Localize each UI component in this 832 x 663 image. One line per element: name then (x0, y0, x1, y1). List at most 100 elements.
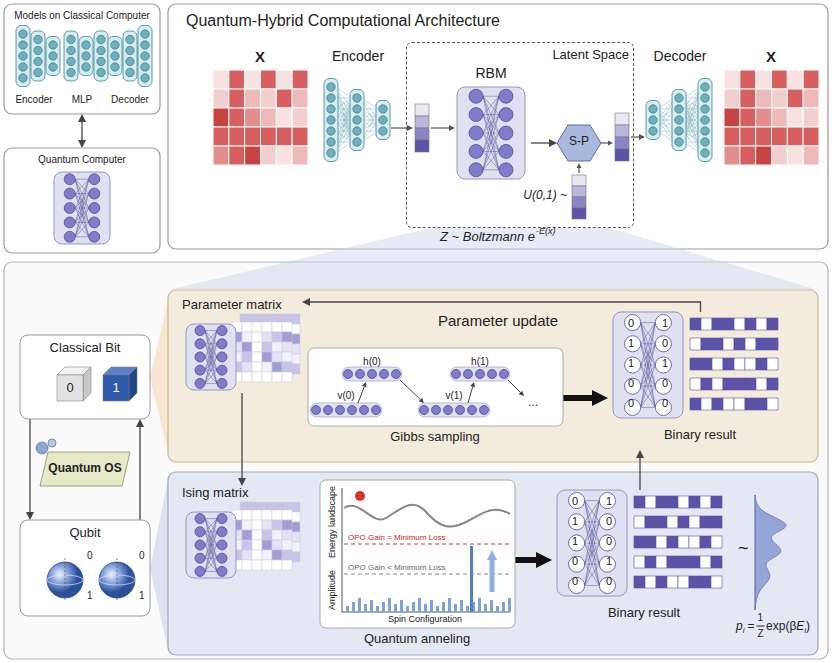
node-text: 0 (628, 397, 634, 410)
formula-text: i (743, 626, 745, 635)
zoom-wedge (168, 228, 818, 290)
parameter-update-panel: Parameter matrixh(0)h(1)v(0)v(1)...Gibbs… (168, 290, 818, 462)
bottom-panel (4, 262, 828, 659)
node-text: 1 (572, 535, 578, 548)
node-text: Encoder (332, 48, 384, 64)
connector-arrow (81, 122, 82, 140)
node-text: Ising matrix (182, 486, 248, 501)
node-text: 0 (139, 550, 145, 562)
node-text: U(0,1) ~ (523, 189, 567, 203)
latent-space-box: RBM S-P Latent SpaceU(0,1) ~ (406, 42, 634, 228)
node-text: 0 (662, 397, 668, 410)
classical-models-panel: Models on Classical ComputerEncoder MLP De… (4, 4, 160, 114)
panel-ground (4, 148, 160, 253)
connector-arrow (563, 395, 592, 401)
connector-arrow (515, 557, 536, 563)
node-text: X (766, 48, 776, 65)
node-text: h(0) (363, 356, 381, 368)
formula-text: -E(x) (536, 226, 556, 236)
connector-arrow (310, 302, 701, 312)
formula-text: Z (757, 628, 763, 640)
formula-text: ) (806, 620, 810, 634)
node-text: 1 (662, 357, 668, 370)
node-text: Amplitude (327, 570, 337, 610)
node-text: 0 (87, 550, 93, 562)
node-text: Quantum Computer (38, 154, 126, 166)
node-text: 0 (628, 377, 634, 390)
node-text: Spin Configuration (388, 614, 462, 624)
node-text: 0 (66, 381, 73, 396)
node-text: 0 (662, 377, 668, 390)
node-text: h(1) (471, 356, 489, 368)
node-text: 0 (572, 555, 578, 568)
node-text: OPO Gain < Minimum Loss (348, 563, 446, 572)
node-text: ... (528, 396, 538, 410)
output-matrix: X (724, 48, 819, 172)
node-text: v(1) (445, 390, 462, 402)
node-text: 1 (572, 515, 578, 528)
node-text: 1 (628, 337, 634, 350)
panel-ground (168, 4, 828, 249)
node-text: Qubit (69, 526, 100, 541)
distribution-curve (755, 495, 786, 610)
node-text: 0 (662, 337, 668, 350)
qubit-box: Qubit0101 (20, 520, 150, 616)
quantum-computer-panel: Quantum Computer (4, 148, 160, 253)
node-text: Decoder (111, 94, 149, 106)
illustration (451, 65, 531, 181)
binary-result: 0110010100Binary result (608, 312, 793, 450)
node-text: 1 (112, 381, 119, 396)
decoder-network: Decoder (638, 48, 722, 172)
node-text: Decoder (654, 48, 707, 64)
architecture-panel: X EncoderRBM S-P Latent SpaceU(0,1) ~ Decode… (168, 4, 828, 249)
illustration (213, 48, 308, 172)
node-text: 0 (606, 535, 612, 548)
node-text: Classical Bit (50, 341, 121, 356)
encoder-network: Encoder (316, 48, 400, 172)
rbm-block: RBM (451, 65, 531, 181)
illustration (182, 298, 302, 393)
node-text: 0 (606, 515, 612, 528)
node-text: Parameter update (438, 312, 558, 329)
formula-text: = (747, 620, 754, 634)
illustration (182, 486, 302, 586)
formula-text: exp(β (766, 620, 796, 634)
sp-hexagon: S-P (557, 125, 601, 161)
binary-result: 0110010010Binary result (552, 490, 732, 630)
connector-arrow (639, 458, 640, 490)
node-text: 1 (628, 357, 634, 370)
node-text: Gibbs sampling (390, 430, 480, 445)
node-text: 1 (662, 317, 668, 330)
classical-bit-box: Classical Bit 0 1 (20, 335, 150, 419)
formula-text: ~ (738, 538, 749, 559)
input-matrix: X (213, 48, 308, 172)
node-text: Latent Space (552, 48, 629, 63)
node-text: Energy landscape (327, 486, 337, 558)
node-text: 1 (606, 495, 612, 508)
connector-arrow (29, 419, 30, 512)
parameter-matrix: Parameter matrix (182, 298, 302, 393)
formula-text: i (804, 626, 806, 635)
fraction-bar (756, 626, 764, 627)
connector-arrow (531, 142, 549, 143)
node-text: RBM (475, 65, 506, 81)
node-text: MLP (72, 94, 93, 106)
node-text: Models on Classical Computer (14, 10, 150, 22)
formula-text: 1 (757, 612, 763, 624)
node-text: 0 (606, 575, 612, 588)
node-text: Quantum-Hybrid Computational Architectur… (186, 12, 500, 30)
illustration (316, 48, 400, 172)
node-text: 1 (139, 590, 145, 602)
connector-arrow (139, 427, 140, 520)
node-text: Parameter matrix (182, 298, 282, 313)
node-text: Encoder (15, 94, 52, 106)
formula-text: Z ~ Boltzmann e (440, 230, 535, 245)
zoom-wedge (150, 300, 168, 452)
ising-matrix: Ising matrix (182, 486, 302, 586)
node-text: OPO Gain = Minimum Loss (348, 533, 446, 542)
node-text: Quantum OS (48, 462, 121, 476)
illustration (724, 48, 819, 172)
node-text: Quantum anneling (364, 632, 470, 647)
panel-ground (168, 290, 818, 462)
